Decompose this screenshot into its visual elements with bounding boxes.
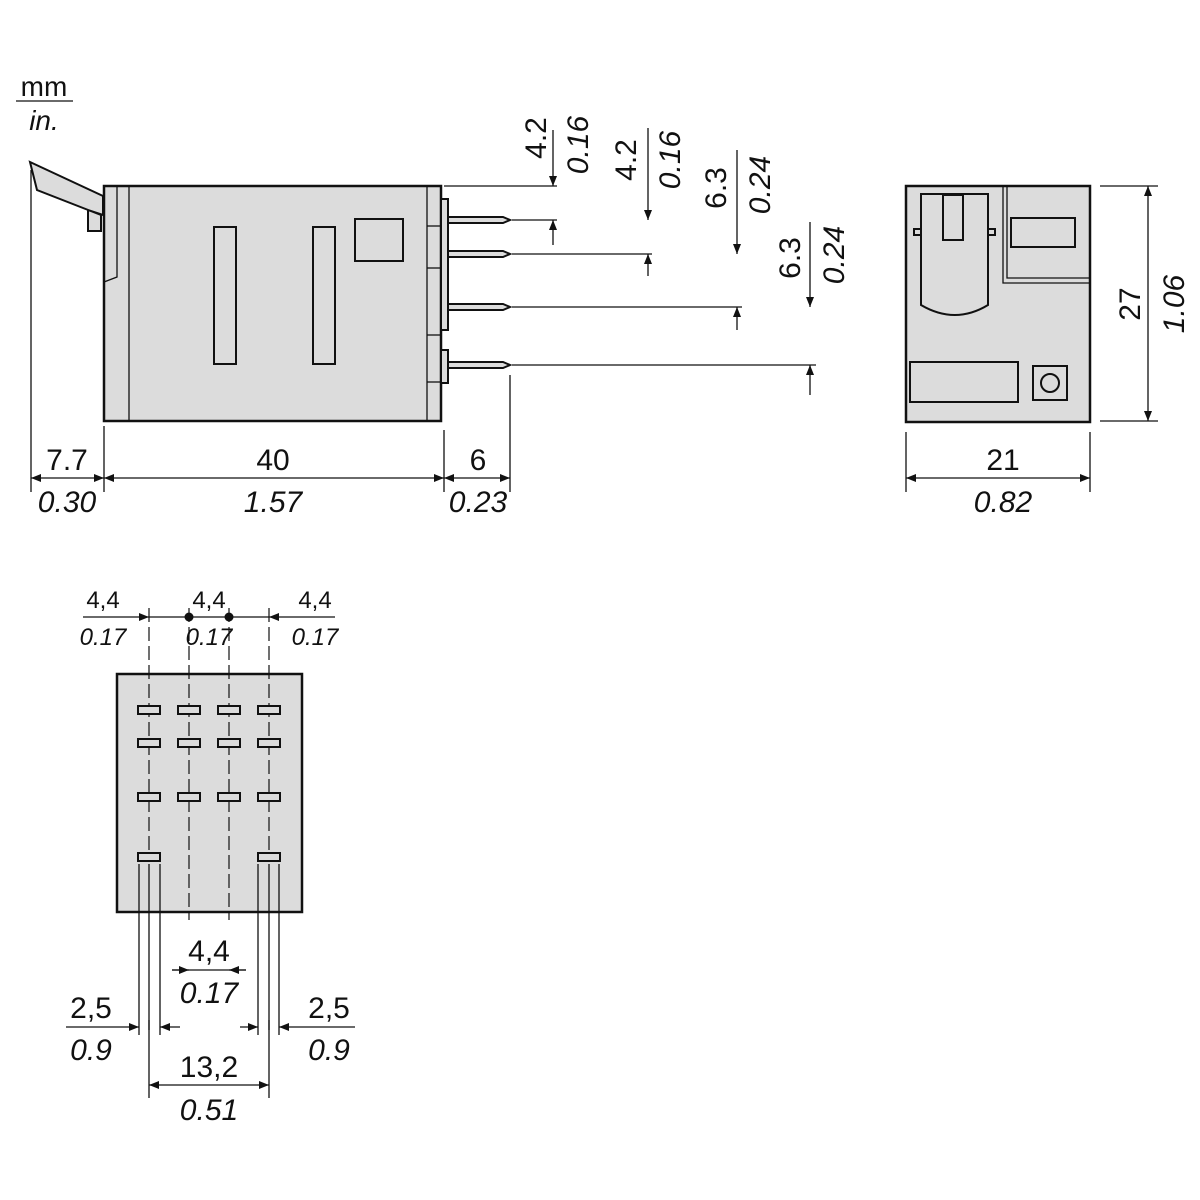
middle-pitch-in: 0.17: [180, 977, 240, 1010]
pin-width-right-in: 0.9: [308, 1034, 350, 1067]
pin-spacing-3-mm: 6.3: [700, 167, 733, 209]
pins: [447, 216, 513, 369]
pin-spacing-4-in: 0.24: [818, 226, 851, 284]
top-pitch-1-mm: 4,4: [86, 587, 119, 614]
pin-width-left-in: 0.9: [70, 1034, 112, 1067]
front-window: [1010, 217, 1076, 248]
pin-spacing-1-in: 0.16: [562, 115, 595, 174]
pin-width-left-mm: 2,5: [70, 992, 112, 1025]
unit-mm: mm: [21, 71, 68, 102]
top-pitch-3-in: 0.17: [292, 624, 340, 651]
unit-in: in.: [29, 105, 59, 136]
outer-pitch-mm: 13,2: [180, 1051, 238, 1084]
height-mm: 27: [1114, 287, 1147, 320]
middle-pitch-mm: 4,4: [188, 935, 230, 968]
pin-spacing-2-mm: 4.2: [610, 139, 643, 181]
lever-outline: [920, 193, 989, 316]
bottom-view: 4,4 0.17 4,4 0.17 4,4 0.17 4,4 0.17 2,5 …: [66, 587, 355, 1127]
lever-offset-in: 0.30: [38, 486, 97, 519]
pin-length-mm: 6: [470, 444, 487, 477]
body-length-in: 1.57: [244, 486, 304, 519]
side-slot-2: [312, 226, 336, 365]
pin-spacing-4-mm: 6.3: [774, 237, 807, 279]
side-window: [354, 218, 404, 262]
release-lever: [28, 160, 104, 232]
top-pitch-3-mm: 4,4: [298, 587, 331, 614]
top-pitch-2-mm: 4,4: [192, 587, 225, 614]
pin-slots: [137, 705, 281, 862]
front-view: 27 1.06 21 0.82: [904, 184, 1191, 519]
pin-spacing-2-in: 0.16: [654, 130, 687, 189]
pin-spacing-3-in: 0.24: [744, 156, 777, 214]
height-in: 1.06: [1158, 274, 1191, 333]
lever-offset-mm: 7.7: [46, 444, 88, 477]
top-pitch-2-in: 0.17: [186, 624, 234, 651]
pin-width-right-mm: 2,5: [308, 992, 350, 1025]
pin-length-in: 0.23: [449, 486, 508, 519]
top-pitch-1-in: 0.17: [80, 624, 128, 651]
test-button: [1040, 373, 1060, 393]
width-mm: 21: [986, 444, 1019, 477]
pin-spacing-1-mm: 4.2: [520, 117, 553, 159]
front-label-area: [909, 361, 1019, 403]
side-view: 4.2 0.16 4.2 0.16 6.3 0.24 6.3 0.24 7.7 …: [28, 115, 851, 519]
width-in: 0.82: [974, 486, 1033, 519]
body-length-mm: 40: [256, 444, 289, 477]
side-slot-1: [213, 226, 237, 365]
units-legend: mm in.: [16, 71, 73, 136]
outer-pitch-in: 0.51: [180, 1094, 238, 1127]
